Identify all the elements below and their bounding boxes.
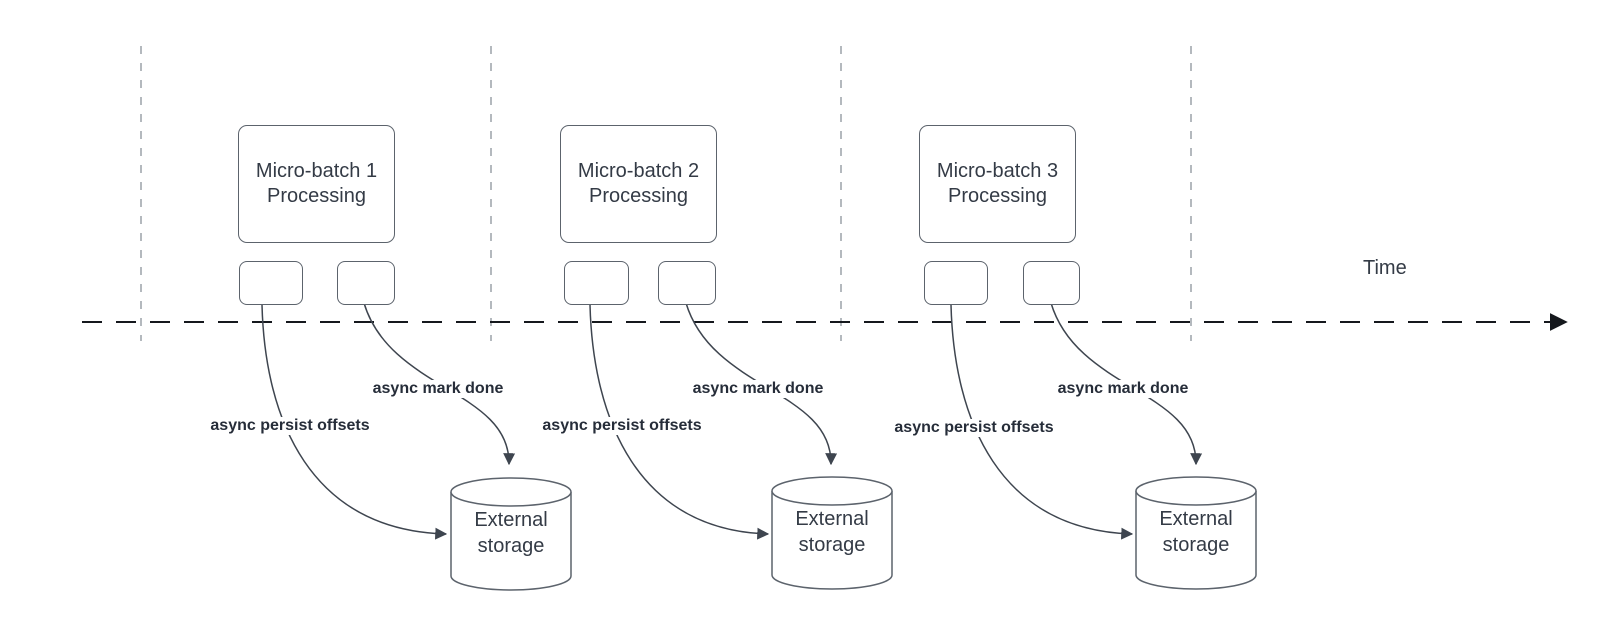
cylinder-top	[450, 477, 572, 507]
external-storage-cylinder-3	[1135, 476, 1257, 590]
cylinder-top	[771, 476, 893, 506]
mark-done-label-1: async mark done	[369, 380, 507, 398]
mark-done-source-box-1	[337, 261, 395, 305]
persist-offsets-label-1: async persist offsets	[207, 417, 373, 435]
external-storage-label-1: External storage	[474, 509, 548, 557]
persist-offsets-label-3: async persist offsets	[891, 419, 1057, 437]
external-storage-label-3: External storage	[1159, 508, 1233, 556]
persist-offsets-arrow-3	[950, 304, 1134, 540]
micro-batch-3-box: Micro-batch 3 Processing	[919, 125, 1076, 243]
mark-done-source-box-2	[658, 261, 716, 305]
persist-offsets-source-box-1	[239, 261, 303, 305]
mark-done-source-box-3	[1023, 261, 1080, 305]
external-storage-cylinder-1	[450, 477, 572, 591]
micro-batch-2-box: Micro-batch 2 Processing	[560, 125, 717, 243]
persist-offsets-arrow-2	[589, 304, 770, 540]
external-storage-label-2: External storage	[795, 508, 869, 556]
persist-offsets-arrow-1	[261, 304, 448, 540]
external-storage-cylinder-2	[771, 476, 893, 590]
persist-offsets-source-box-2	[564, 261, 629, 305]
micro-batch-1-box: Micro-batch 1 Processing	[238, 125, 395, 243]
cylinder-top	[1135, 476, 1257, 506]
cylinder-body	[1135, 491, 1257, 590]
persist-offsets-source-box-3	[924, 261, 988, 305]
mark-done-label-3: async mark done	[1054, 380, 1192, 398]
persist-offsets-label-2: async persist offsets	[539, 417, 705, 435]
mark-done-label-2: async mark done	[689, 380, 827, 398]
cylinder-body	[771, 491, 893, 590]
cylinder-body	[450, 492, 572, 591]
time-label: Time	[1363, 257, 1407, 279]
